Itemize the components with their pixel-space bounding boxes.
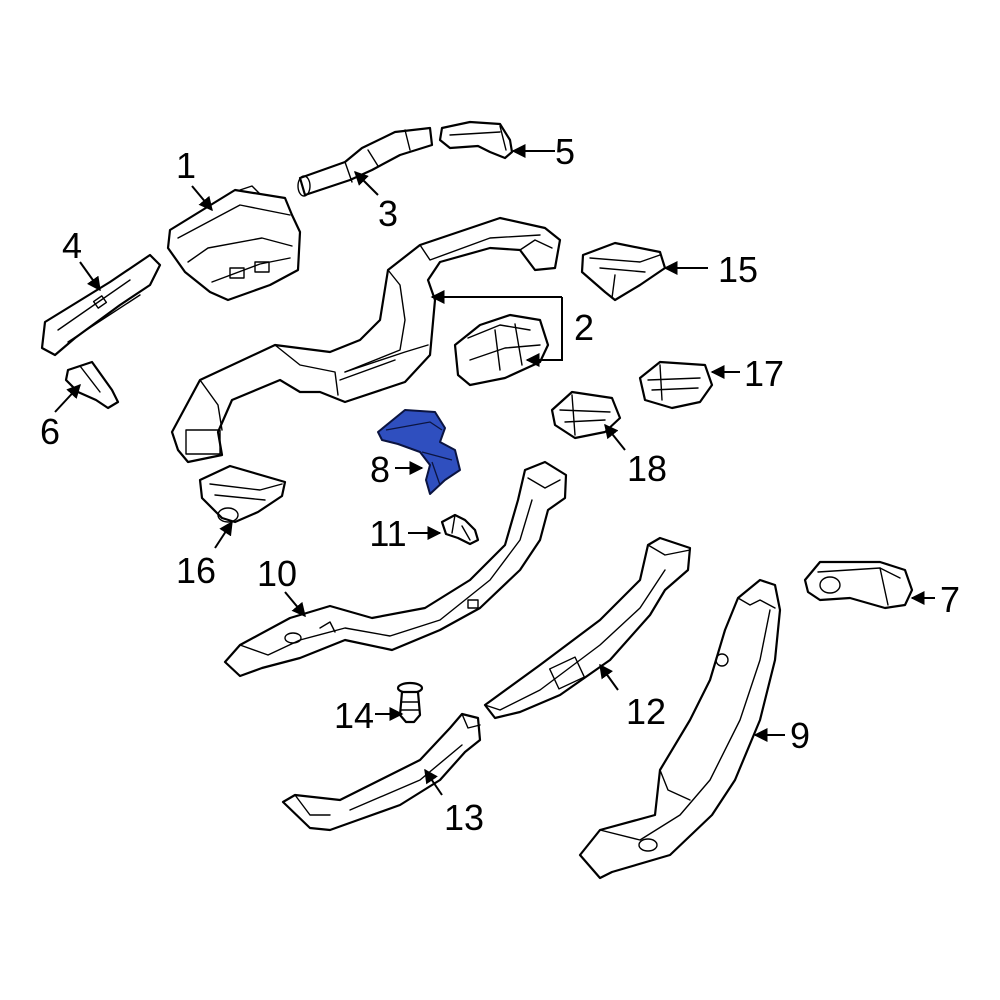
callout-7: 7 [940, 579, 960, 620]
callout-3: 3 [378, 193, 398, 234]
leader-lines [54, 144, 935, 796]
part-7-vent-duct[interactable] [803, 560, 914, 610]
part-2b-vent-component[interactable] [453, 313, 550, 387]
part-8-bracket-highlighted[interactable] [377, 409, 461, 495]
part-5-bracket[interactable] [438, 120, 514, 160]
part-14-push-pin[interactable] [396, 681, 424, 724]
part-3-duct-tube[interactable] [297, 126, 434, 197]
callout-1: 1 [176, 145, 196, 186]
leader-13 [424, 768, 443, 796]
callout-2: 2 [574, 307, 594, 348]
callout-labels: 1 2 3 4 5 6 7 8 9 10 11 12 13 14 15 16 1… [40, 131, 960, 838]
part-16-vent-outlet[interactable] [198, 464, 287, 524]
callout-14: 14 [334, 695, 374, 736]
leader-6 [54, 383, 81, 413]
callout-6: 6 [40, 411, 60, 452]
leader-1 [191, 185, 213, 212]
leader-3 [354, 171, 379, 196]
callout-15: 15 [718, 249, 758, 290]
part-15-vent-outlet[interactable] [580, 241, 667, 302]
leader-12 [599, 663, 619, 691]
part-18-vent-outlet[interactable] [550, 390, 622, 440]
callout-12: 12 [626, 691, 666, 732]
leader-16 [214, 520, 233, 549]
callout-16: 16 [176, 550, 216, 591]
callout-8: 8 [370, 449, 390, 490]
callout-5: 5 [555, 131, 575, 172]
leader-10 [284, 591, 306, 618]
callout-18: 18 [627, 448, 667, 489]
callout-4: 4 [62, 225, 82, 266]
part-13-duct[interactable] [281, 712, 482, 832]
leader-4 [79, 261, 101, 292]
part-9-rear-duct[interactable] [578, 578, 782, 880]
part-4-side-duct[interactable] [40, 253, 162, 357]
part-6-clip[interactable] [64, 360, 120, 410]
callout-10: 10 [257, 553, 297, 594]
leader-2b [525, 297, 563, 367]
leader-18 [604, 423, 626, 451]
callout-11: 11 [369, 513, 406, 554]
part-1-center-vent[interactable] [166, 185, 302, 302]
part-10-floor-duct[interactable] [223, 460, 568, 678]
part-2-main-duct[interactable] [170, 216, 562, 464]
part-17-vent-outlet[interactable] [638, 360, 714, 410]
callout-13: 13 [444, 797, 484, 838]
callout-9: 9 [790, 715, 810, 756]
callout-17: 17 [744, 353, 784, 394]
part-11-screw[interactable] [440, 513, 480, 546]
part-12-duct[interactable] [483, 536, 692, 720]
